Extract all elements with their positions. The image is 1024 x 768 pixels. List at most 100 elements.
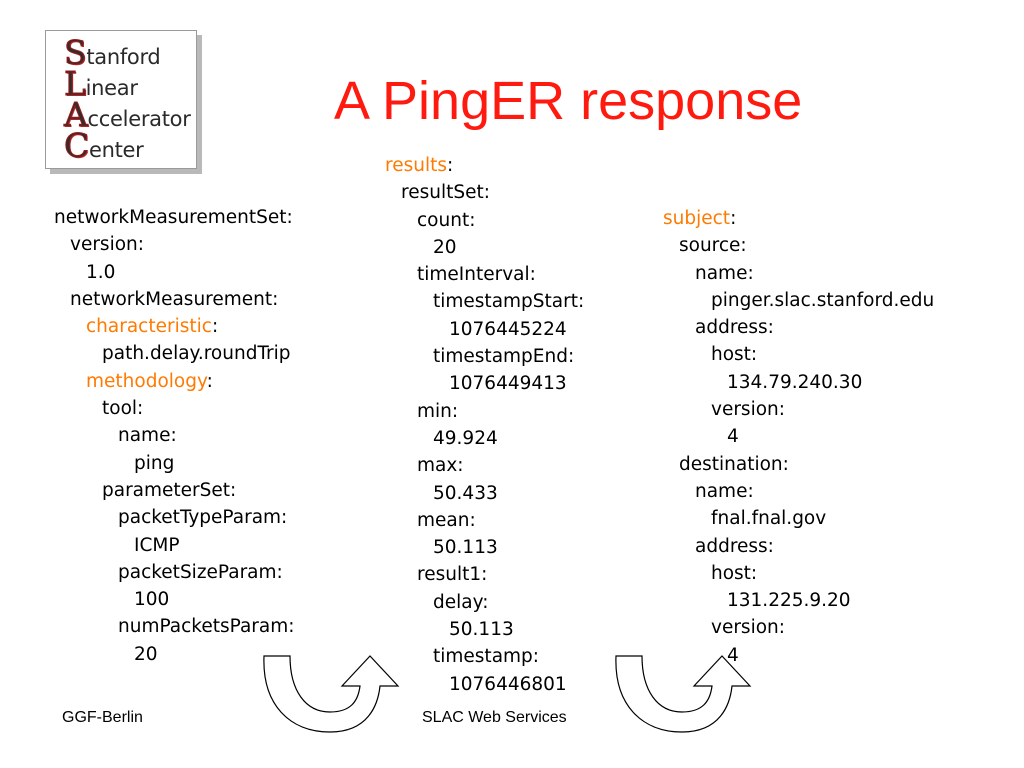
slac-logo: Stanford Linear Accelerator Center (45, 30, 197, 169)
code-text: 50.433 (433, 482, 498, 504)
code-text: timestampStart: (433, 291, 585, 313)
code-line: characteristic: (54, 313, 295, 340)
code-line: 4 (663, 423, 934, 450)
code-text: 1076449413 (449, 373, 567, 395)
logo-line-accelerator: Accelerator (64, 95, 191, 135)
curved-arrow-icon (615, 655, 752, 733)
code-line: 4 (663, 642, 934, 669)
highlighted-key: characteristic (86, 316, 212, 338)
code-line: host: (663, 341, 934, 368)
code-text: 50.113 (433, 537, 498, 559)
code-text: delay: (433, 591, 489, 613)
code-text: 20 (134, 643, 158, 665)
code-line: timestampStart: (385, 288, 584, 315)
code-line: networkMeasurement: (54, 286, 295, 313)
code-line: 50.433 (385, 480, 584, 507)
code-line: mean: (385, 507, 584, 534)
code-text: packetTypeParam: (118, 507, 288, 529)
code-text: address: (695, 535, 774, 557)
code-text: 4 (727, 426, 739, 448)
code-text: : (206, 370, 213, 392)
code-line: 1.0 (54, 259, 295, 286)
code-line: parameterSet: (54, 477, 295, 504)
code-text: 49.924 (433, 427, 498, 449)
code-text: 1.0 (86, 261, 116, 283)
footer-left-text: GGF-Berlin (62, 709, 143, 726)
code-text: networkMeasurement: (70, 288, 279, 310)
code-text: 4 (727, 644, 739, 666)
code-text: result1: (417, 564, 488, 586)
code-line: fnal.fnal.gov (663, 505, 934, 532)
results-block: results:resultSet: count: 20 timeInterval: t… (385, 152, 584, 698)
highlighted-key: subject (663, 208, 731, 229)
code-line: results: (385, 152, 584, 179)
code-text: 20 (433, 236, 457, 258)
code-text: destination: (679, 453, 789, 475)
code-line: 20 (54, 641, 295, 668)
code-text: max: (417, 455, 464, 477)
code-line: address: (663, 314, 934, 341)
code-line: pinger.slac.stanford.edu (663, 287, 934, 314)
code-line: name: (663, 478, 934, 505)
code-text: 131.225.9.20 (727, 590, 851, 612)
code-line: name: (54, 422, 295, 449)
code-text: address: (695, 317, 774, 339)
code-line: version: (663, 396, 934, 423)
code-text: min: (417, 400, 459, 422)
code-text: fnal.fnal.gov (711, 508, 827, 530)
code-text: 100 (134, 589, 170, 611)
code-line: address: (663, 533, 934, 560)
code-line: 50.113 (385, 616, 584, 643)
highlighted-key: methodology (86, 370, 207, 392)
code-line: 49.924 (385, 425, 584, 452)
code-text: source: (679, 235, 747, 257)
code-line: 100 (54, 586, 295, 613)
code-line: ICMP (54, 532, 295, 559)
code-text: parameterSet: (102, 479, 237, 501)
code-line: max: (385, 452, 584, 479)
code-line: packetSizeParam: (54, 559, 295, 586)
code-line: 1076445224 (385, 316, 584, 343)
code-text: packetSizeParam: (118, 561, 283, 583)
code-line: 20 (385, 234, 584, 261)
code-text: 1076446801 (449, 673, 567, 695)
code-text: 50.113 (449, 619, 514, 641)
code-text: count: (417, 209, 476, 231)
code-text: path.delay.roundTrip (102, 343, 291, 365)
code-text: host: (711, 562, 758, 584)
logo-line-stanford: Stanford (63, 33, 161, 73)
code-text: tool: (102, 398, 144, 420)
code-text: ICMP (134, 534, 180, 556)
code-line: host: (663, 560, 934, 587)
code-line: result1: (385, 561, 584, 588)
code-line: 131.225.9.20 (663, 587, 934, 614)
code-line: count: (385, 207, 584, 234)
code-text: name: (695, 262, 754, 284)
code-text: pinger.slac.stanford.edu (711, 289, 935, 311)
code-line: packetTypeParam: (54, 504, 295, 531)
code-text: numPacketsParam: (118, 616, 295, 638)
code-text: version: (70, 234, 144, 256)
code-text: version: (711, 399, 785, 421)
code-line: numPacketsParam: (54, 613, 295, 640)
code-line: 50.113 (385, 534, 584, 561)
code-text: host: (711, 344, 758, 366)
code-text: : (446, 155, 454, 176)
code-text: name: (118, 425, 177, 447)
code-text: version: (711, 617, 785, 639)
code-text: mean: (417, 509, 476, 531)
code-line: version: (663, 614, 934, 641)
logo-line-center: Center (64, 126, 144, 166)
code-text: ping (134, 452, 175, 474)
code-text: timestampEnd: (433, 346, 575, 368)
code-line: timestampEnd: (385, 343, 584, 370)
slide-title: A PingER response (334, 71, 803, 131)
code-text: name: (695, 480, 754, 502)
code-line: version: (54, 231, 295, 258)
code-line: resultSet: (385, 179, 584, 206)
code-line: timeInterval: (385, 261, 584, 288)
code-line: 1076446801 (385, 671, 584, 698)
code-text: : (730, 208, 737, 229)
